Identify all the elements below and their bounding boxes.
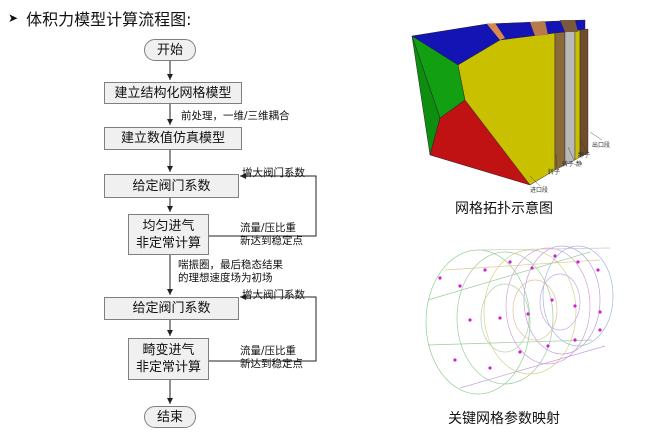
increase1-label: 增大阀门系数 xyxy=(242,167,305,179)
increase2-label: 增大阀门系数 xyxy=(242,289,305,301)
note-surge-line1: 喘振圈，最后稳态结果 xyxy=(178,259,283,271)
label-inlet: 进口段 xyxy=(530,186,548,194)
mapping-points xyxy=(438,254,602,370)
note-surge: 喘振圈，最后稳态结果 的理想速度场为初场 xyxy=(178,259,283,285)
cube-faces xyxy=(411,19,589,186)
page-title: ➤ 体积力模型计算流程图: xyxy=(8,6,191,30)
topology-caption: 网格拓扑示意图 xyxy=(455,201,553,217)
build-sim-node: 建立数值仿真模型 xyxy=(104,127,242,150)
converge1-line2: 新达到稳定点 xyxy=(240,235,303,247)
converge2-label: 流量/压比重 新达到稳定点 xyxy=(240,345,303,371)
label-outlet: 出口段 xyxy=(592,141,610,149)
uniform-calc-node: 均匀进气 非定常计算 xyxy=(128,214,209,255)
converge1-label: 流量/压比重 新达到稳定点 xyxy=(240,222,303,248)
note-preprocess: 前处理，一维/三维耦合 xyxy=(181,110,290,122)
note-surge-line2: 的理想速度场为初场 xyxy=(178,272,273,284)
end-node: 结束 xyxy=(144,406,196,428)
label-rotor-stator: 转子-静 xyxy=(562,160,582,168)
topology-leader-lines xyxy=(529,131,603,187)
label-stator: 静子 xyxy=(578,151,590,159)
distorted-calc-node: 畸变进气 非定常计算 xyxy=(128,338,209,380)
bullet-arrow-icon: ➤ xyxy=(8,11,19,25)
converge2-line2: 新达到稳定点 xyxy=(240,358,303,370)
valve2-node: 给定阀门系数 xyxy=(104,297,239,320)
valve1-node: 给定阀门系数 xyxy=(104,174,239,198)
start-node: 开始 xyxy=(144,39,196,61)
build-mesh-node: 建立结构化网格模型 xyxy=(104,82,242,104)
label-rotor: 转子 xyxy=(548,168,560,176)
page-title-text: 体积力模型计算流程图: xyxy=(26,10,192,29)
mapping-caption: 关键网格参数映射 xyxy=(448,411,560,427)
converge2-line1: 流量/压比重 xyxy=(240,345,297,357)
converge1-line1: 流量/压比重 xyxy=(240,222,297,234)
